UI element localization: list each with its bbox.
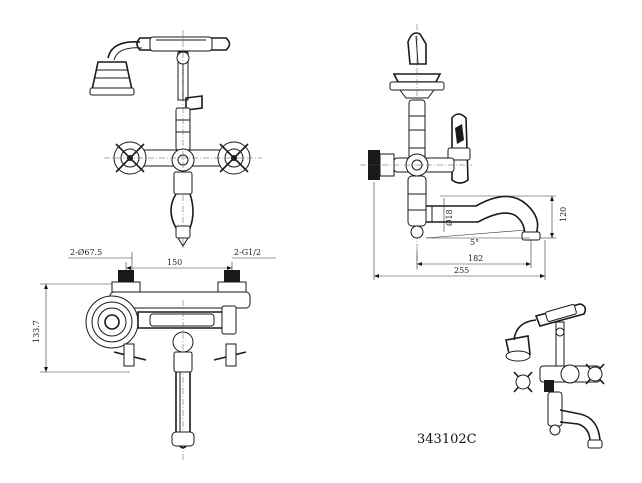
dim-spout-angle: 5° [470,238,479,247]
dim-spout-reach: 182 [468,254,483,263]
dim-connection-right: 2-G1/2 [234,248,261,257]
dim-center-distance: 150 [167,258,182,267]
dim-spout-diameter: Ø18 [445,209,454,226]
perspective-view [505,303,605,449]
product-code: 343102C [417,432,477,447]
side-view [360,24,556,280]
front-view [89,30,262,250]
dim-spout-height: 120 [559,207,568,222]
top-view [40,252,276,460]
dim-connection-left: 2-Ø67.5 [70,248,102,257]
dim-height: 133.7 [32,320,41,343]
dim-overall-depth: 255 [454,266,469,275]
